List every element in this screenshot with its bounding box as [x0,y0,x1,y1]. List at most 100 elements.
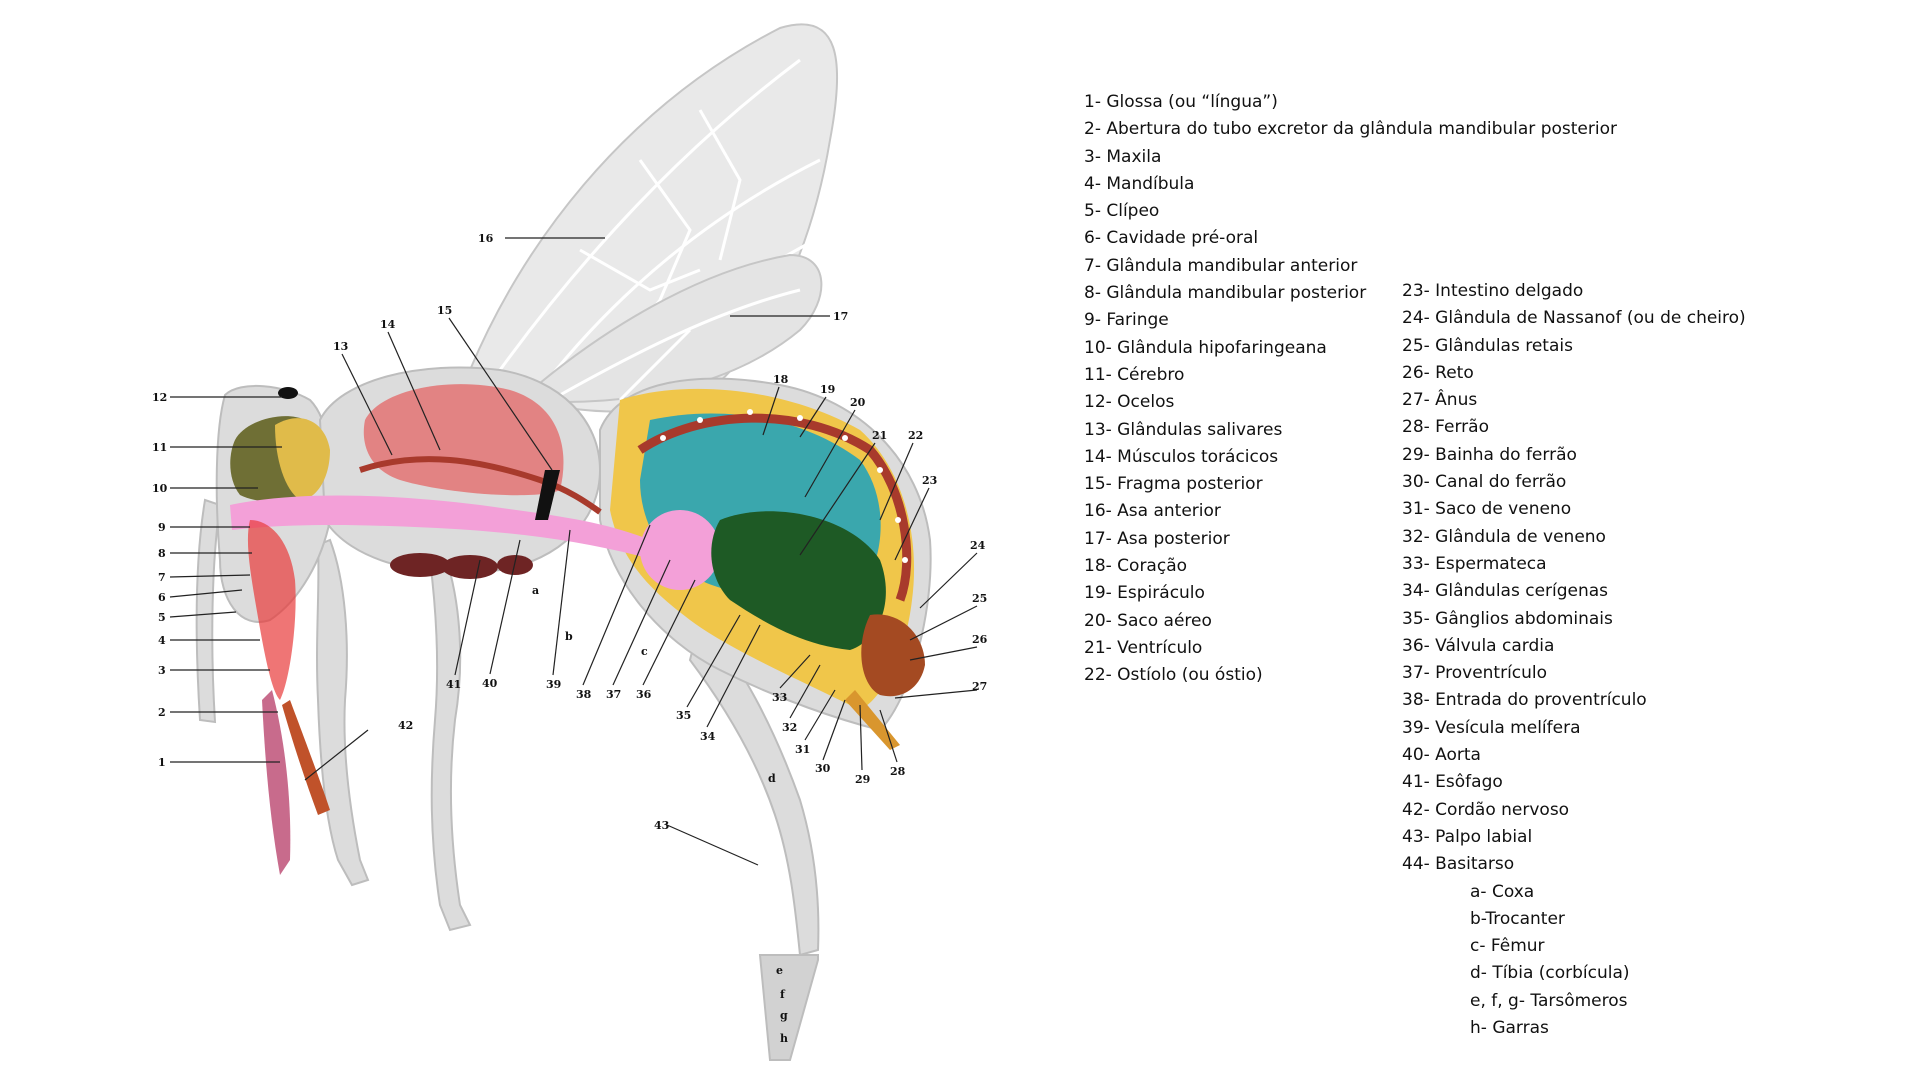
legend-item: 27- Ânus [1402,390,1478,411]
letter-b: b [565,630,573,643]
legend-item: 31- Saco de veneno [1402,499,1572,520]
legend-item: 19- Espiráculo [1084,583,1205,604]
letter-d: d [768,772,776,785]
heart [637,413,912,602]
num-label: 12 [152,391,167,404]
num-label: 29 [855,773,870,786]
bee-anatomy-diagram: 1 2 3 4 5 6 7 8 9 10 11 12 13 14 15 16 1… [152,23,988,1061]
legend-subitem: b-Trocanter [1470,908,1565,929]
labial-palp [282,700,330,815]
num-label: 24 [970,539,986,552]
legend-item: 10- Glândula hipofaringeana [1084,337,1327,358]
legend-subitem: a- Coxa [1470,881,1535,902]
letter-g: g [780,1009,788,1022]
legend-item: 2- Abertura do tubo excretor da glândula… [1084,119,1617,140]
num-label: 6 [158,591,166,604]
legend-column-right: 23- Intestino delgado 24- Glândula de Na… [1402,278,1746,1042]
leader-lines [169,237,978,866]
num-label: 27 [972,680,987,693]
num-label: 17 [833,310,848,323]
num-label: 23 [922,474,937,487]
num-label: 5 [158,611,166,624]
legend-item: 43- Palpo labial [1402,826,1533,847]
num-label: 4 [158,634,166,647]
wings [468,23,839,413]
legend-subitem: e, f, g- Tarsômeros [1470,990,1628,1011]
num-label: 32 [782,721,797,734]
num-label: 10 [152,482,168,495]
front-arm [195,498,222,724]
legend-item: 9- Faringe [1084,310,1169,331]
legend-item: 7- Glândula mandibular anterior [1084,255,1358,276]
legend-item: 24- Glândula de Nassanof (ou de cheiro) [1402,308,1746,329]
legend-item: 18- Coração [1084,556,1188,577]
num-label: 11 [152,441,167,454]
legend-item: 26- Reto [1402,362,1474,383]
num-label: 40 [482,677,498,690]
num-label: 19 [820,383,835,396]
thoracic-muscles [363,384,564,496]
oesophagus [230,495,655,560]
legend-item: 33- Espermateca [1402,553,1547,574]
legend-item: 41- Esôfago [1402,772,1503,793]
legend-item: 14- Músculos torácicos [1084,446,1279,467]
num-label: 33 [772,691,787,704]
letter-h: h [780,1032,788,1045]
legend-column-left: 1- Glossa (ou “língua”) 2- Abertura do t… [1084,89,1617,690]
part-letters: a b c d e f g h [532,584,788,1045]
num-label: 1 [158,756,166,769]
num-label: 25 [972,592,987,605]
num-label: 37 [606,688,621,701]
mandibular-gland [247,520,296,700]
legend-item: 1- Glossa (ou “língua”) [1084,92,1278,112]
num-label: 42 [398,719,413,732]
legend-item: 4- Mandíbula [1084,173,1195,194]
legs [195,498,820,1061]
legend-item: 40- Aorta [1402,745,1481,766]
legend-subitem: d- Tíbia (corbícula) [1470,963,1630,984]
ventricle [711,511,886,650]
legend-item: 12- Ocelos [1084,392,1175,413]
honey-stomach [640,510,720,590]
legend-subitem: h- Garras [1470,1018,1549,1039]
num-label: 22 [908,429,923,442]
legend-item: 16- Asa anterior [1084,501,1221,522]
legend-item: 39- Vesícula melífera [1402,717,1581,738]
letter-f: f [780,988,786,1001]
legend-item: 20- Saco aéreo [1084,610,1212,631]
legend-item: 34- Glândulas cerígenas [1402,581,1609,602]
num-label: 18 [773,373,789,386]
legend-item: 8- Glândula mandibular posterior [1084,283,1367,304]
legend-item: 29- Bainha do ferrão [1402,444,1577,465]
legend-item: 25- Glândulas retais [1402,335,1573,356]
legend-item: 5- Clípeo [1084,201,1160,222]
legend-item: 42- Cordão nervoso [1402,799,1570,820]
num-label: 39 [546,678,561,691]
legend-item: 17- Asa posterior [1084,528,1230,549]
num-label: 41 [446,678,461,691]
organs [230,384,925,875]
num-label: 20 [850,396,866,409]
legend-item: 37- Proventrículo [1402,663,1548,684]
legend-item: 28- Ferrão [1402,417,1489,438]
hind-tarsus [758,954,819,1061]
num-label: 9 [158,521,166,534]
middle-leg [428,553,472,932]
legend-item: 36- Válvula cardia [1402,635,1555,656]
phragma [535,470,560,520]
num-label: 8 [158,547,166,560]
num-label: 14 [380,318,396,331]
legend-item: 30- Canal do ferrão [1402,472,1567,493]
num-label: 7 [158,571,166,584]
num-label: 2 [158,706,166,719]
num-label: 35 [676,709,691,722]
aorta [359,456,602,515]
hypopharyngeal-gland [275,418,330,500]
num-label: 43 [654,819,669,832]
legend-item: 11- Cérebro [1084,364,1185,385]
num-label: 15 [437,304,452,317]
num-label: 31 [795,743,810,756]
num-label: 34 [700,730,716,743]
num-label: 3 [158,664,166,677]
legend-item: 44- Basitarso [1402,854,1515,875]
